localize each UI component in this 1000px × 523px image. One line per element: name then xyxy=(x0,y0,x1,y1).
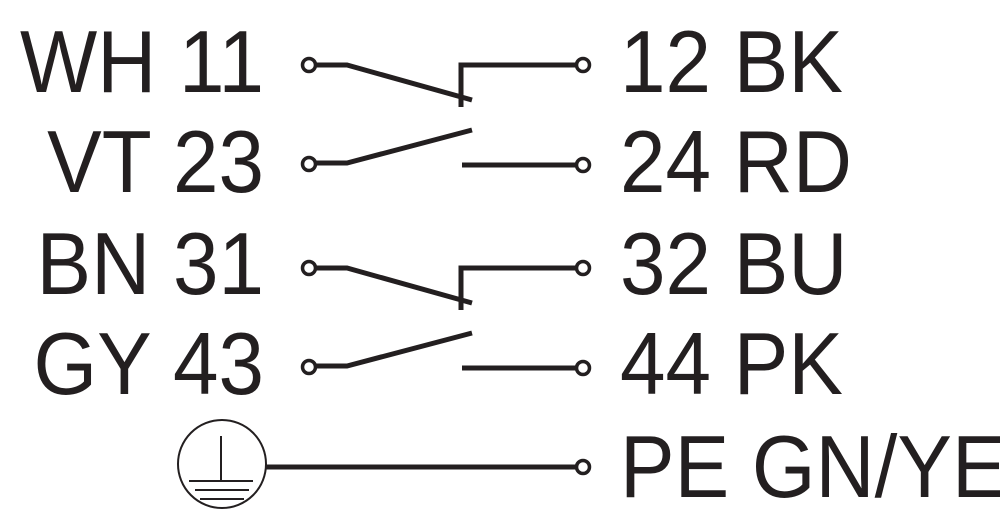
nc-contact-wire xyxy=(458,265,578,310)
protective-earth-icon xyxy=(177,419,267,509)
terminal-label-24-rd: 24 RD xyxy=(620,113,852,211)
terminal-label-32-bu: 32 BU xyxy=(620,215,847,313)
nc-contact-wire xyxy=(458,62,578,107)
terminal-circle xyxy=(574,458,592,476)
switch-contact-1 xyxy=(300,56,592,174)
switch-blade-nc xyxy=(315,265,473,306)
terminal-label-bn-31: BN 31 xyxy=(37,215,264,313)
right-labels: 12 BK 24 RD 32 BU 44 PK PE GN/YE xyxy=(620,13,1000,516)
terminal-label-pe: PE GN/YE xyxy=(620,418,1000,516)
terminal-circle xyxy=(574,359,592,377)
terminal-label-gy-43: GY 43 xyxy=(33,315,264,413)
terminal-circle xyxy=(574,259,592,277)
terminal-circle xyxy=(300,155,318,173)
switch-blade-nc xyxy=(315,62,473,103)
switch-contact-2 xyxy=(300,259,592,377)
switch-blade-no xyxy=(315,127,473,166)
terminal-circle xyxy=(300,358,318,376)
terminal-circle xyxy=(574,156,592,174)
terminal-label-wh-11: WH 11 xyxy=(20,13,264,111)
terminal-label-vt-23: VT 23 xyxy=(47,113,264,211)
switch-blade-no xyxy=(315,330,473,369)
terminal-circle xyxy=(300,56,318,74)
left-labels: WH 11 VT 23 BN 31 GY 43 xyxy=(20,13,264,413)
terminal-circle xyxy=(574,56,592,74)
terminal-circle xyxy=(300,259,318,277)
terminal-label-44-pk: 44 PK xyxy=(620,315,843,413)
terminal-label-12-bk: 12 BK xyxy=(620,13,843,111)
